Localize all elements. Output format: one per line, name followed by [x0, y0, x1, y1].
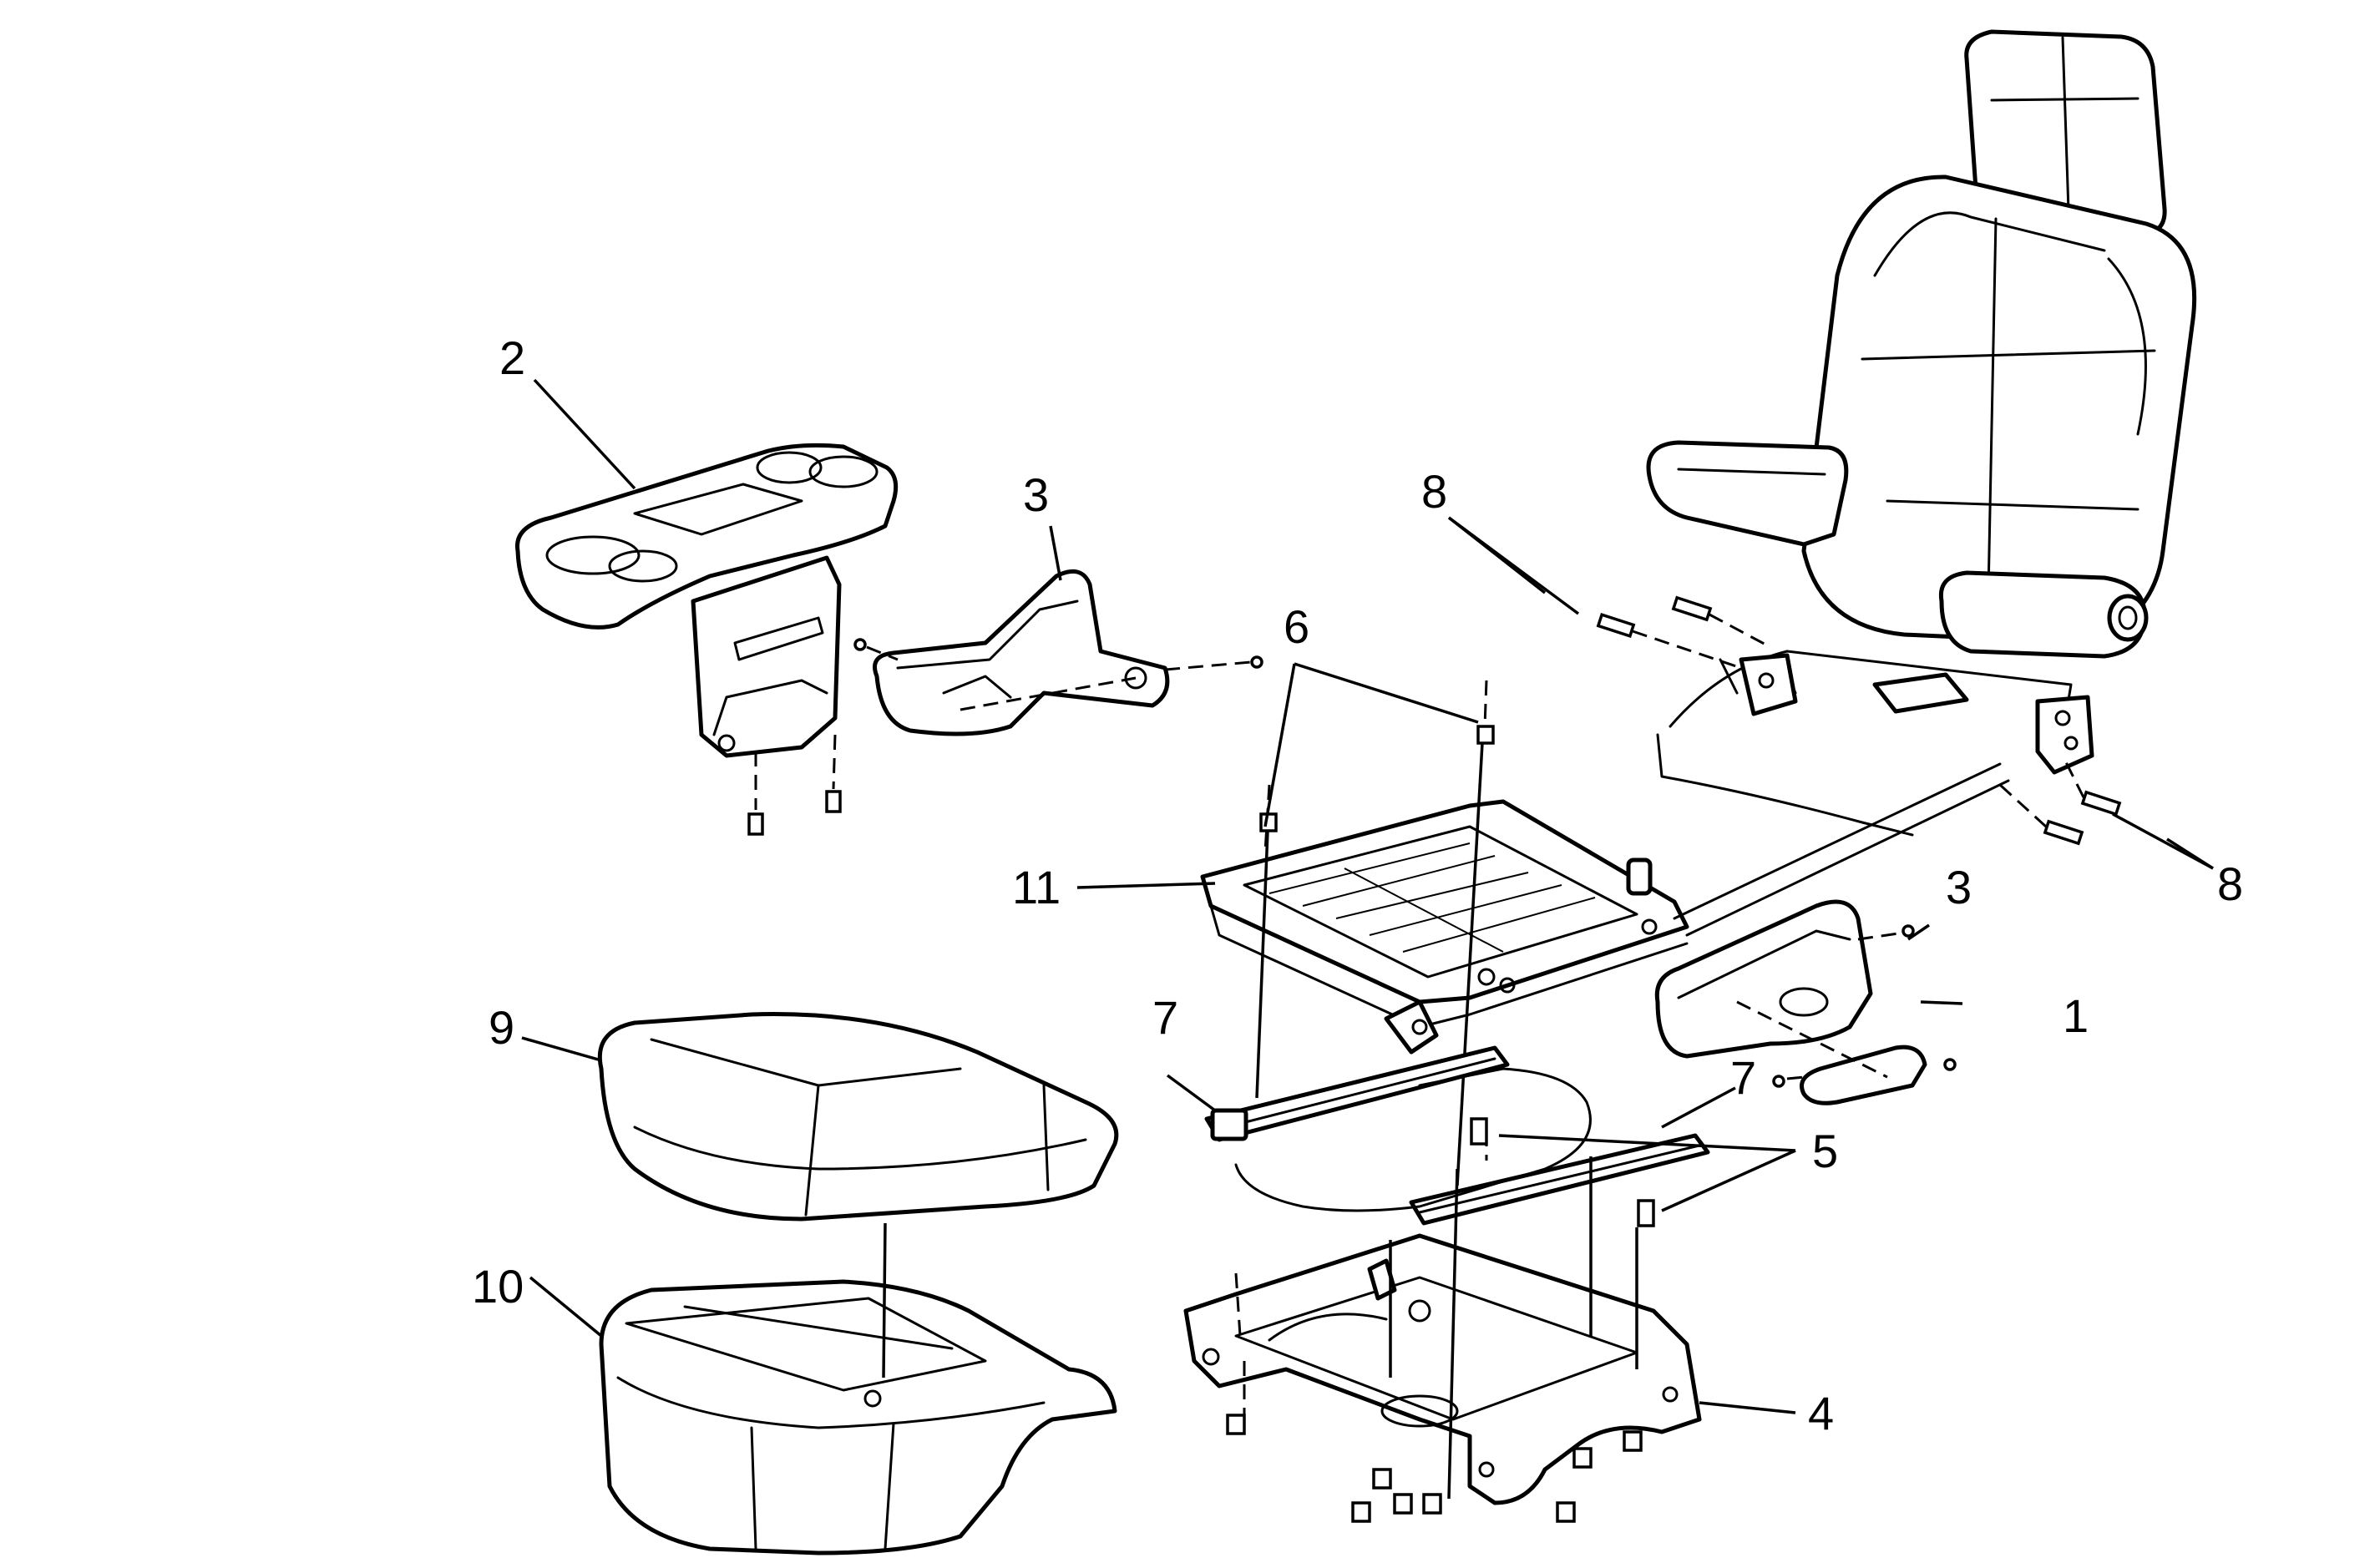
callout-10: 10 [472, 1260, 524, 1313]
seat-frame-11 [1200, 762, 2010, 1029]
callout-8-upper: 8 [1421, 465, 1447, 518]
seat-bolts-8 [1596, 595, 2122, 846]
callout-8-lower: 8 [2217, 857, 2243, 910]
seat-cushion-9 [597, 1012, 1119, 1222]
callout-7-right: 7 [1730, 1051, 1756, 1104]
side-cover-3-upper [853, 569, 1263, 736]
riser-screws [1226, 1414, 1643, 1523]
bolts-5 [1470, 1117, 1655, 1227]
seat-assembly [1646, 29, 2197, 837]
callout-2: 2 [499, 331, 525, 384]
side-cover-3-lower [1654, 899, 1915, 1059]
trim-handle-1 [1736, 1000, 1957, 1105]
callout-3-upper: 3 [1023, 468, 1049, 521]
callout-9: 9 [489, 1001, 514, 1054]
console-tray-2 [515, 443, 899, 836]
seat-track-7 [1204, 999, 1710, 1226]
callout-3-lower: 3 [1946, 861, 1972, 913]
cushion-pan-10 [599, 1222, 1117, 1555]
seat-riser-4 [1183, 1156, 1702, 1523]
callout-7-left: 7 [1152, 991, 1178, 1044]
leader-lines [521, 378, 2214, 1414]
callout-labels: 2 3 6 8 8 3 1 11 7 7 5 9 10 4 [472, 331, 2243, 1439]
callout-1: 1 [2063, 989, 2089, 1042]
callout-5: 5 [1812, 1125, 1838, 1177]
callout-6: 6 [1284, 600, 1309, 653]
callout-11: 11 [1012, 861, 1061, 913]
callout-4: 4 [1808, 1387, 1834, 1439]
